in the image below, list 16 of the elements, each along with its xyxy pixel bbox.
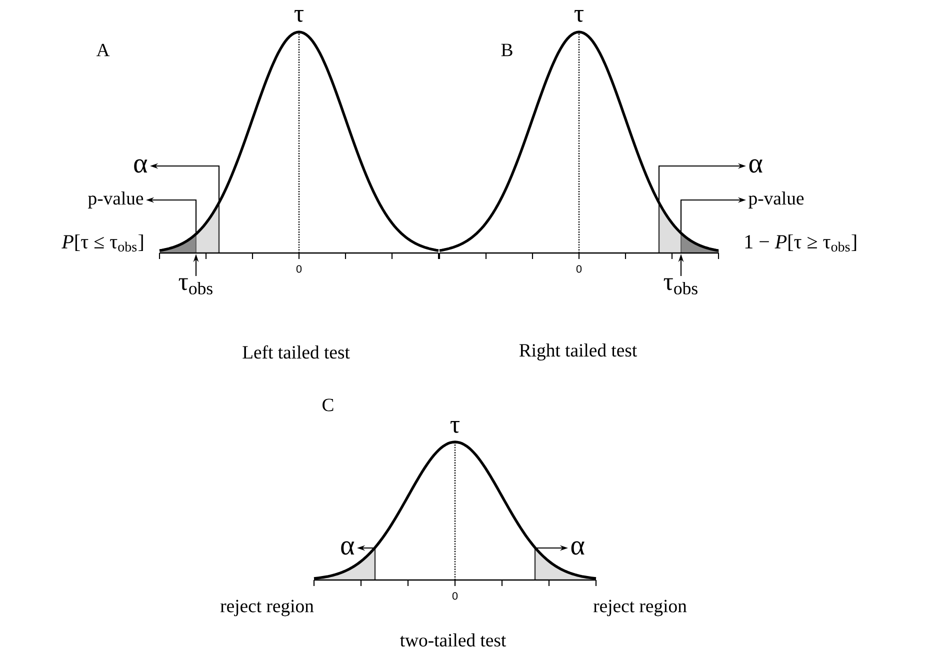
text-label: A [96, 44, 110, 56]
bell-curve-drawing [438, 30, 720, 259]
text-label: C [322, 398, 334, 412]
bell-curve-drawing [313, 440, 597, 586]
observed-statistic-label: τ$_{obs}$ [664, 278, 698, 294]
text-label: B [501, 44, 512, 56]
leader-label: α [749, 159, 762, 173]
text-label: Left tailed test [242, 345, 350, 359]
text-label: Right tailed test [519, 344, 638, 360]
leader-label: p-value [88, 192, 144, 208]
leader-label: α [134, 159, 148, 173]
text-label: two-tailed test [400, 633, 506, 647]
bell-curve-drawing [158, 30, 440, 259]
observed-statistic-label: τ$_{obs}$ [178, 278, 212, 294]
leader-label: p-value [748, 192, 804, 208]
text-label: reject region [593, 600, 687, 616]
